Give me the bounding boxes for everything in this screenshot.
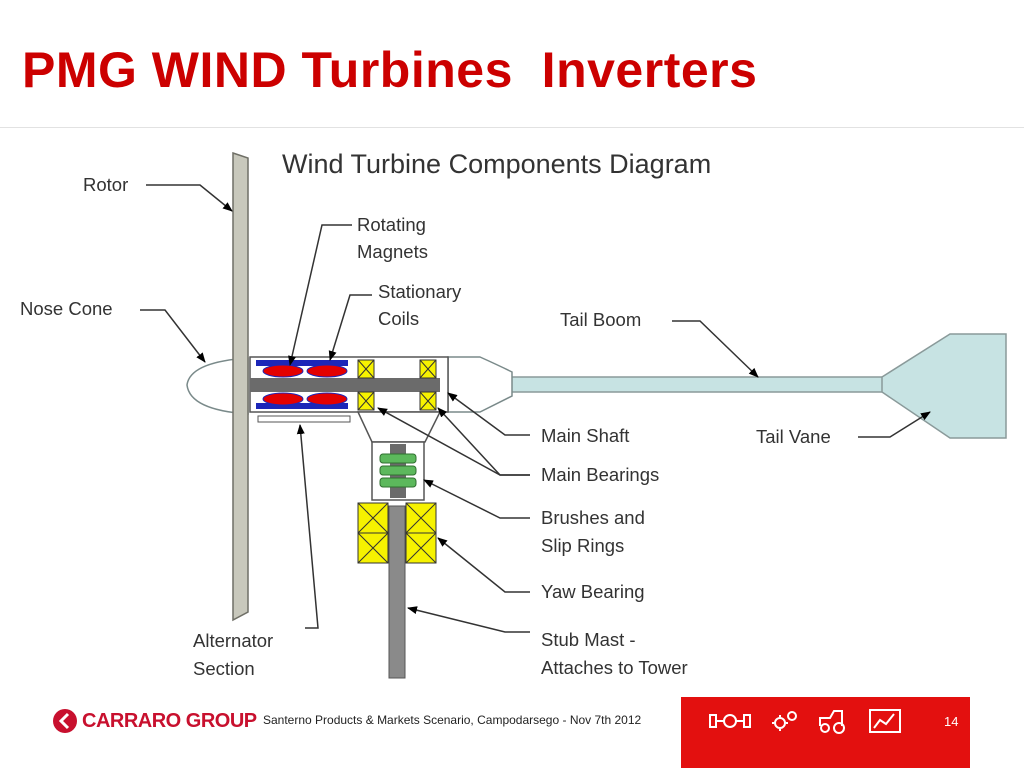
footer-caption: Santerno Products & Markets Scenario, Ca… [263, 713, 642, 727]
magnet [306, 364, 348, 378]
slip-ring [379, 465, 417, 476]
yaw-bearing [357, 502, 437, 564]
tractor-icon [819, 710, 845, 734]
label-alternator-section: Section [193, 658, 255, 679]
label-stationary-coils: Stationary [378, 281, 462, 302]
gears-icon [772, 711, 797, 731]
tail-boom [509, 376, 886, 393]
nacelle-tail-cone [447, 356, 513, 413]
leader-lines [140, 184, 931, 633]
rotor-blade [232, 151, 249, 622]
carraro-logo-icon [53, 709, 77, 733]
main-bearing-rear [419, 359, 437, 411]
footer-icons [709, 709, 901, 734]
label-yaw-bearing: Yaw Bearing [541, 581, 645, 602]
company-name: CARRARO GROUP [82, 709, 257, 732]
title-divider [0, 127, 1024, 128]
label-main-shaft: Main Shaft [541, 425, 629, 446]
carraro-logo: CARRARO GROUP [52, 706, 257, 736]
label-tail-boom: Tail Boom [560, 309, 641, 330]
magnet [306, 392, 348, 406]
slip-ring [379, 477, 417, 488]
stationary-coil-bottom [256, 403, 348, 409]
label-brushes-slip-rings: Brushes and [541, 507, 645, 528]
wind-turbine-diagram: Wind Turbine Components Diagram [20, 149, 1007, 679]
label-rotor: Rotor [83, 174, 128, 195]
magnet [262, 364, 304, 378]
label-stationary-coils: Coils [378, 308, 419, 329]
label-alternator-section: Alternator [193, 630, 273, 651]
diagram-title: Wind Turbine Components Diagram [282, 149, 711, 179]
stub-mast [388, 505, 406, 679]
magnet [262, 392, 304, 406]
label-tail-vane: Tail Vane [756, 426, 831, 447]
slide-title: PMG WIND Turbines Inverters [22, 42, 758, 98]
main-bearing-front [357, 359, 375, 411]
label-stub-mast: Stub Mast - [541, 629, 636, 650]
alternator-bracket [257, 415, 351, 423]
label-rotating-magnets: Rotating [357, 214, 426, 235]
stationary-coil-top [256, 360, 348, 366]
axle-icon [709, 714, 751, 728]
label-main-bearings: Main Bearings [541, 464, 659, 485]
chart-icon [869, 709, 901, 733]
label-stub-mast: Attaches to Tower [541, 657, 688, 678]
label-brushes-slip-rings: Slip Rings [541, 535, 624, 556]
label-rotating-magnets: Magnets [357, 241, 428, 262]
main-shaft [250, 378, 440, 392]
page-number: 14 [944, 714, 959, 729]
tail-vane [881, 333, 1007, 439]
yaw-housing [356, 411, 442, 443]
slip-ring [379, 453, 417, 464]
label-nose-cone: Nose Cone [20, 298, 113, 319]
